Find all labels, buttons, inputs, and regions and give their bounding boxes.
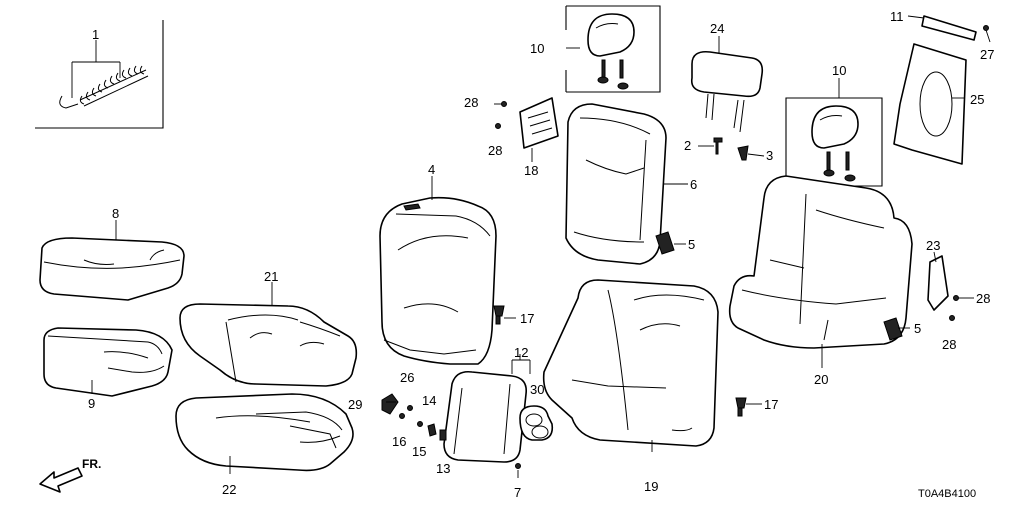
bracket-11 — [921, 15, 977, 41]
callout-29: 29 — [348, 397, 362, 412]
callout-13: 13 — [436, 461, 450, 476]
callout-30: 30 — [530, 382, 544, 397]
front-label: FR. — [82, 457, 101, 471]
seatback-cover-4 — [379, 196, 497, 365]
leader-lines — [91, 15, 991, 478]
diagram-code: T0A4B4100 — [918, 488, 976, 500]
clip-29-icon — [381, 393, 399, 415]
callout-25: 25 — [970, 92, 984, 107]
callout-24: 24 — [710, 21, 724, 36]
fastener-2-icon — [713, 137, 723, 155]
seatback-cover-6 — [565, 103, 667, 265]
callout-27: 27 — [980, 47, 994, 62]
headrest-24 — [690, 50, 764, 133]
callout-6: 6 — [690, 177, 697, 192]
callout-7: 7 — [514, 485, 521, 500]
callout-28d: 28 — [942, 337, 956, 352]
callout-28a: 28 — [464, 95, 478, 110]
cushion-pad-8 — [39, 237, 185, 301]
callout-20: 20 — [814, 372, 828, 387]
hook-5-icon — [655, 231, 903, 341]
headrest-box-right — [785, 97, 883, 187]
cupholder-30 — [519, 405, 554, 441]
inset-frame-part-1 — [35, 20, 164, 129]
callout-14: 14 — [422, 393, 436, 408]
callout-4: 4 — [428, 162, 435, 177]
callout-12: 12 — [514, 345, 528, 360]
cushion-cover-21 — [179, 303, 358, 387]
headrest-box-left — [565, 5, 661, 93]
callout-2: 2 — [684, 138, 691, 153]
callout-15: 15 — [412, 444, 426, 459]
back-panel-25 — [893, 43, 967, 165]
seatback-19 — [542, 279, 719, 447]
callout-9: 9 — [88, 396, 95, 411]
front-arrow-icon: FR. — [39, 457, 101, 493]
bracket-23 — [927, 255, 949, 311]
callout-28b: 28 — [488, 143, 502, 158]
clip-17-icon — [493, 305, 747, 417]
callout-5b: 5 — [914, 321, 921, 336]
callout-10a: 10 — [530, 41, 544, 56]
cushion-pad-22 — [175, 393, 354, 472]
callout-17a: 17 — [520, 311, 534, 326]
plate-18 — [519, 97, 559, 149]
callout-3: 3 — [766, 148, 773, 163]
callout-23: 23 — [926, 238, 940, 253]
fastener-3-icon — [737, 145, 749, 161]
callout-28c: 28 — [976, 291, 990, 306]
spring-clips-icon — [59, 65, 149, 109]
small-fasteners-icon — [399, 25, 989, 469]
callout-26: 26 — [400, 370, 414, 385]
callout-22: 22 — [222, 482, 236, 497]
callout-10b: 10 — [832, 63, 846, 78]
seatback-assy-20 — [728, 175, 913, 349]
callout-18: 18 — [524, 163, 538, 178]
callout-16: 16 — [392, 434, 406, 449]
callout-17b: 17 — [764, 397, 778, 412]
callout-5a: 5 — [688, 237, 695, 252]
callout-11: 11 — [890, 9, 904, 24]
callout-19: 19 — [644, 479, 658, 494]
callout-1: 1 — [92, 27, 99, 42]
callout-21: 21 — [264, 269, 278, 284]
cushion-frame-9 — [43, 327, 173, 397]
callout-labels: 1 2 3 4 5 5 6 7 8 9 10 10 11 12 13 14 15… — [88, 9, 994, 500]
armrest-12 — [443, 370, 528, 463]
callout-8: 8 — [112, 206, 119, 221]
